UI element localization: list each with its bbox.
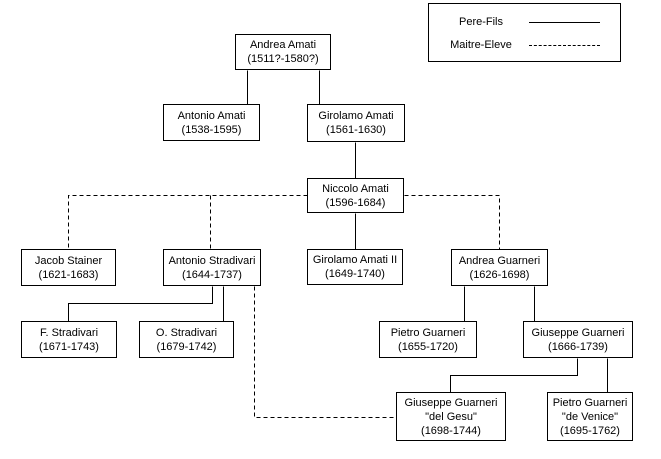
person-name: Girolamo Amati xyxy=(318,110,394,122)
person-dates: (1644-1737) xyxy=(182,268,242,281)
person-nickname: "del Gesu" xyxy=(425,410,477,423)
person-node-jacob-stainer: Jacob Stainer(1621-1683) xyxy=(21,249,116,286)
maitre-eleve-label: Maitre-Eleve xyxy=(450,39,512,51)
person-name: Andrea Amati xyxy=(249,39,317,51)
person-dates: (1626-1698) xyxy=(469,268,530,281)
person-node-o-stradivari: O. Stradivari(1679-1742) xyxy=(139,321,234,358)
person-dates: (1679-1742) xyxy=(156,340,217,353)
person-nickname: "de Venice" xyxy=(561,410,619,423)
person-name: Giuseppe Guarneri xyxy=(404,396,498,409)
person-name: Niccolo Amati xyxy=(322,182,389,195)
legend-item-pere-fils: Pere-Fils xyxy=(429,16,620,28)
person-dates: (1621-1683) xyxy=(38,268,99,281)
maitre-eleve-edge-niccolo-amati--andrea-guarneri xyxy=(404,195,500,250)
person-name: Pietro Guarneri xyxy=(390,326,466,339)
person-dates: (1698-1744) xyxy=(421,424,481,437)
edges-group xyxy=(68,70,608,418)
person-dates: (1671-1743) xyxy=(39,340,99,353)
pere-fils-edge-antonio-stradivari--f-stradivari xyxy=(68,286,213,322)
person-node-girolamo-amati: Girolamo Amati (1561-1630) xyxy=(307,104,405,142)
maitre-eleve-line-sample xyxy=(529,44,600,46)
person-name: Antonio Amati xyxy=(177,109,246,122)
pere-fils-line-sample xyxy=(529,21,600,23)
person-dates: (1655-1720) xyxy=(398,340,458,353)
pere-fils-label: Pere-Fils xyxy=(458,16,503,28)
person-name: Giuseppe Guarneri xyxy=(531,326,625,339)
person-dates: (1666-1739) xyxy=(548,340,608,353)
person-dates: (1695-1762) xyxy=(560,424,620,437)
legend-item-maitre-eleve: Maitre-Eleve xyxy=(429,39,620,51)
legend: Pere-Fils Maitre-Eleve xyxy=(428,3,621,62)
person-node-pietro-guarneri-de-venice: Pietro Guarneri"de Venice"(1695-1762) xyxy=(547,392,633,441)
person-node-giuseppe-guarneri-del-gesu: Giuseppe Guarneri"del Gesu"(1698-1744) xyxy=(396,392,506,441)
person-node-f-stradivari: F. Stradivari(1671-1743) xyxy=(21,321,117,358)
person-node-antonio-amati: Antonio Amati(1538-1595) xyxy=(163,104,260,141)
person-node-andrea-amati: Andrea Amati (1511?-1580?) xyxy=(235,34,331,70)
person-node-pietro-guarneri: Pietro Guarneri(1655-1720) xyxy=(379,321,477,358)
person-node-antonio-stradivari: Antonio Stradivari(1644-1737) xyxy=(163,249,261,286)
person-node-girolamo-amati-ii: Girolamo Amati II (1649-1740) xyxy=(307,249,403,285)
person-dates: (1538-1595) xyxy=(181,123,242,136)
person-name: Girolamo Amati II xyxy=(312,254,398,266)
person-node-giuseppe-guarneri: Giuseppe Guarneri(1666-1739) xyxy=(523,321,633,358)
person-name: Antonio Stradivari xyxy=(168,254,256,267)
person-dates: (1511?-1580?) xyxy=(247,53,319,65)
person-name: O. Stradivari xyxy=(155,326,218,339)
person-dates: (1596-1684) xyxy=(325,196,386,209)
person-dates: (1561-1630) xyxy=(326,124,386,136)
maitre-eleve-edge-antonio-stradivari--giuseppe-guarneri-del-gesu xyxy=(254,286,397,418)
maitre-eleve-edge-niccolo-amati--jacob-stainer xyxy=(68,195,308,250)
person-name: F. Stradivari xyxy=(39,326,99,339)
person-name: Jacob Stainer xyxy=(34,254,103,267)
person-node-niccolo-amati: Niccolo Amati(1596-1684) xyxy=(307,178,404,213)
person-name: Pietro Guarneri xyxy=(552,396,628,409)
person-node-andrea-guarneri: Andrea Guarneri(1626-1698) xyxy=(451,249,548,286)
person-name: Andrea Guarneri xyxy=(458,254,541,267)
pere-fils-edge-giuseppe-guarneri--giuseppe-guarneri-del-gesu xyxy=(450,358,578,393)
person-dates: (1649-1740) xyxy=(325,268,385,280)
